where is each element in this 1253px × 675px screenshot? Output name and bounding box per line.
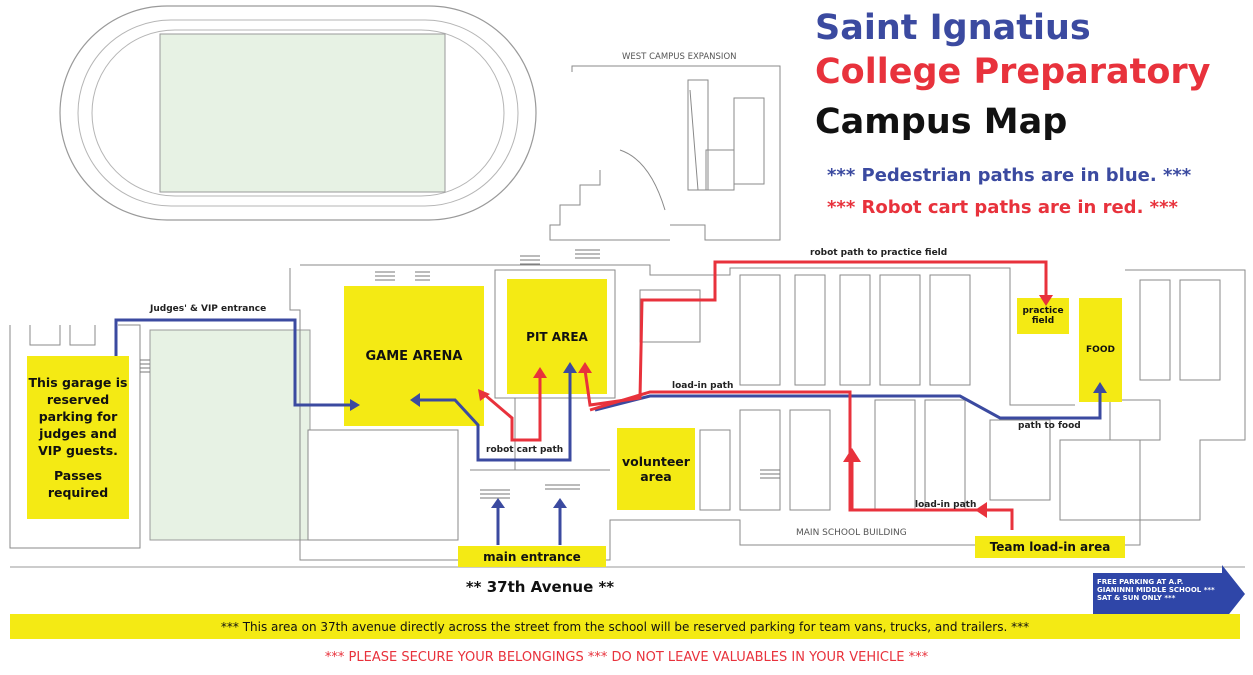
title-line-2: College Preparatory bbox=[815, 52, 1211, 92]
west-campus-building bbox=[549, 65, 781, 241]
main-school-building bbox=[289, 264, 1246, 561]
pedestrian-paths bbox=[114, 318, 1102, 545]
judges-entrance-label: Judges' & VIP entrance bbox=[150, 304, 267, 314]
practice-field-label: practice field bbox=[1022, 306, 1064, 326]
legend-pedestrian: *** Pedestrian paths are in blue. *** bbox=[827, 165, 1192, 186]
garage-note: This garage is reserved parking for judg… bbox=[28, 375, 128, 458]
food-label: FOOD bbox=[1086, 345, 1115, 355]
path-to-food-label: path to food bbox=[1018, 421, 1081, 431]
free-parking-label: FREE PARKING AT A.P. GIANINNI MIDDLE SCH… bbox=[1097, 578, 1215, 602]
street-label: ** 37th Avenue ** bbox=[465, 578, 615, 596]
pit-area-label: PIT AREA bbox=[526, 329, 588, 344]
free-parking-arrow bbox=[1093, 565, 1245, 623]
highlight-areas bbox=[344, 279, 1122, 510]
game-arena-label: GAME ARENA bbox=[365, 348, 463, 364]
west-campus-label: WEST CAMPUS EXPANSION bbox=[622, 52, 737, 62]
robot-paths bbox=[484, 260, 1048, 530]
robot-cart-path-label: robot cart path bbox=[486, 445, 564, 455]
main-school-label: MAIN SCHOOL BUILDING bbox=[796, 528, 907, 538]
garage-passes: Passes required bbox=[47, 468, 109, 500]
garage-area: This garage is reserved parking for judg… bbox=[27, 356, 129, 519]
warning-text: *** PLEASE SECURE YOUR BELONGINGS *** DO… bbox=[324, 650, 929, 665]
volunteer-area-label: volunteer area bbox=[622, 454, 690, 484]
main-entrance-label: main entrance bbox=[458, 546, 606, 567]
load-in-path-bottom-label: load-in path bbox=[915, 500, 977, 510]
load-in-path-top-label: load-in path bbox=[672, 381, 734, 391]
robot-arrowheads bbox=[478, 295, 1053, 518]
robot-practice-path-label: robot path to practice field bbox=[810, 248, 948, 258]
stairs bbox=[140, 249, 780, 499]
legend-robot: *** Robot cart paths are in red. *** bbox=[827, 197, 1178, 218]
reserved-parking-note: *** This area on 37th avenue directly ac… bbox=[10, 614, 1240, 639]
team-load-in-label: Team load-in area bbox=[975, 536, 1125, 558]
running-track bbox=[59, 5, 537, 221]
title-line-3: Campus Map bbox=[815, 102, 1068, 142]
pedestrian-arrowheads bbox=[350, 362, 1107, 508]
title-line-1: Saint Ignatius bbox=[815, 8, 1091, 48]
